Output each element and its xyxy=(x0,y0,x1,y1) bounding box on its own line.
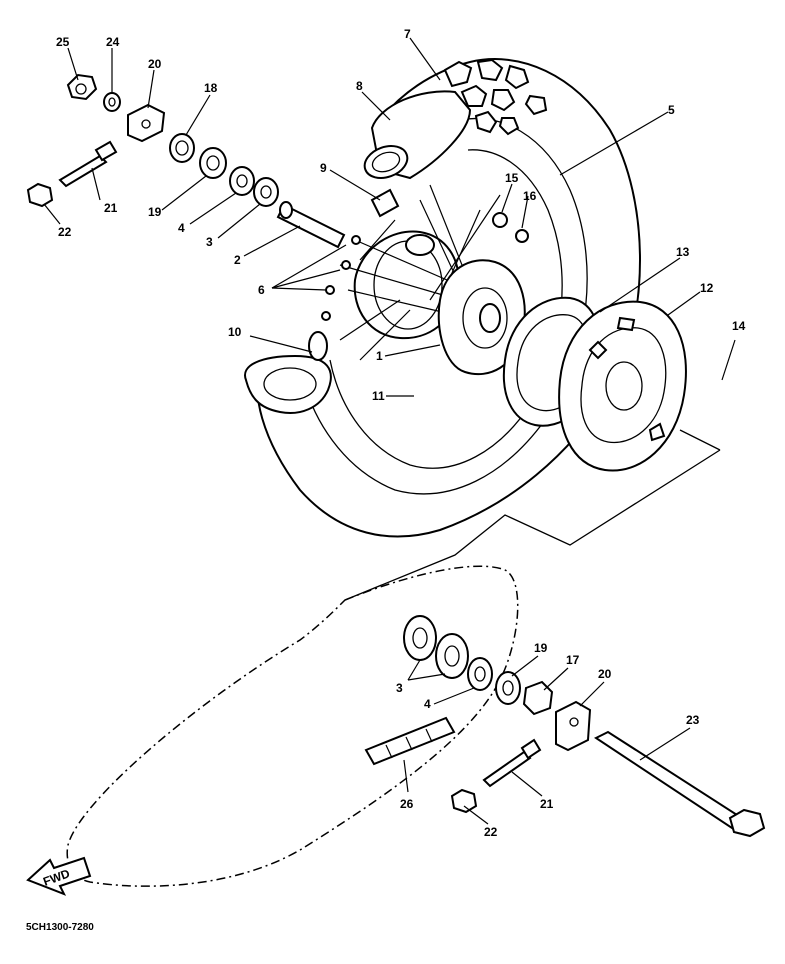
adjust-bolt-21 xyxy=(58,154,108,188)
callout-labels: 25 24 20 18 7 8 5 9 15 16 21 22 19 4 3 2… xyxy=(56,27,746,839)
axle-23 xyxy=(594,730,750,834)
spokes xyxy=(321,184,501,361)
callout-23: 23 xyxy=(686,713,700,727)
sprocket-hub xyxy=(437,259,526,376)
callout-15: 15 xyxy=(505,171,519,185)
callout-1: 1 xyxy=(376,349,383,363)
callout-16: 16 xyxy=(523,189,537,203)
callout-8: 8 xyxy=(356,79,363,93)
leader-lines xyxy=(43,37,736,825)
spoke-nipple xyxy=(492,212,508,228)
collar-17 xyxy=(522,680,554,716)
callout-21: 21 xyxy=(104,201,118,215)
locknut-22 xyxy=(26,182,54,208)
upper-axle-parts xyxy=(26,73,346,249)
valve xyxy=(370,188,400,218)
rim-band xyxy=(244,331,332,414)
collar-18 xyxy=(169,133,195,163)
callout-22: 22 xyxy=(58,225,72,239)
callout-19-lower: 19 xyxy=(534,641,548,655)
callout-9: 9 xyxy=(320,161,327,175)
callout-25: 25 xyxy=(56,35,70,49)
callout-3-lower: 3 xyxy=(396,681,403,695)
callout-4: 4 xyxy=(178,221,185,235)
spacer-4-lower xyxy=(467,657,493,691)
spoke-washer xyxy=(515,229,529,243)
callout-26: 26 xyxy=(400,797,414,811)
bearing-3-lower-a xyxy=(403,615,437,661)
callout-2: 2 xyxy=(234,253,241,267)
callout-22-lower: 22 xyxy=(484,825,498,839)
callout-12: 12 xyxy=(700,281,714,295)
callout-7: 7 xyxy=(404,27,411,41)
callout-11: 11 xyxy=(372,389,385,403)
bearing-3-lower-b xyxy=(435,633,469,679)
callout-14: 14 xyxy=(732,319,746,333)
tire-tread xyxy=(443,58,548,136)
lower-axle-parts xyxy=(364,615,766,838)
seal-19 xyxy=(199,147,227,179)
callout-19: 19 xyxy=(148,205,162,219)
reference-line-sprocket xyxy=(679,429,721,451)
adjust-bolt-21-lower xyxy=(482,750,532,788)
callout-21-lower: 21 xyxy=(540,797,554,811)
nut-25 xyxy=(66,73,98,101)
callout-10: 10 xyxy=(228,325,242,339)
drive-chain-path xyxy=(66,565,519,887)
callout-20-lower: 20 xyxy=(598,667,612,681)
reference-line-upper xyxy=(344,449,721,601)
inner-tube xyxy=(363,90,472,180)
callout-24: 24 xyxy=(106,35,120,49)
locknut-22-lower xyxy=(450,788,478,814)
chain-puller-20 xyxy=(127,103,166,143)
seal-19-lower xyxy=(495,671,521,705)
chain-26 xyxy=(364,716,456,766)
bearing-4 xyxy=(229,166,255,196)
callout-17: 17 xyxy=(566,653,580,667)
callout-6: 6 xyxy=(258,283,265,297)
callout-13: 13 xyxy=(676,245,690,259)
washer-24 xyxy=(103,92,121,112)
callout-5: 5 xyxy=(668,103,675,117)
fwd-arrow: FWD xyxy=(26,856,92,896)
bearing-3 xyxy=(253,177,279,207)
callout-18: 18 xyxy=(204,81,218,95)
callout-3: 3 xyxy=(206,235,213,249)
diagram-code: 5CH1300-7280 xyxy=(26,922,94,933)
callout-20: 20 xyxy=(148,57,162,71)
callout-4-lower: 4 xyxy=(424,697,431,711)
